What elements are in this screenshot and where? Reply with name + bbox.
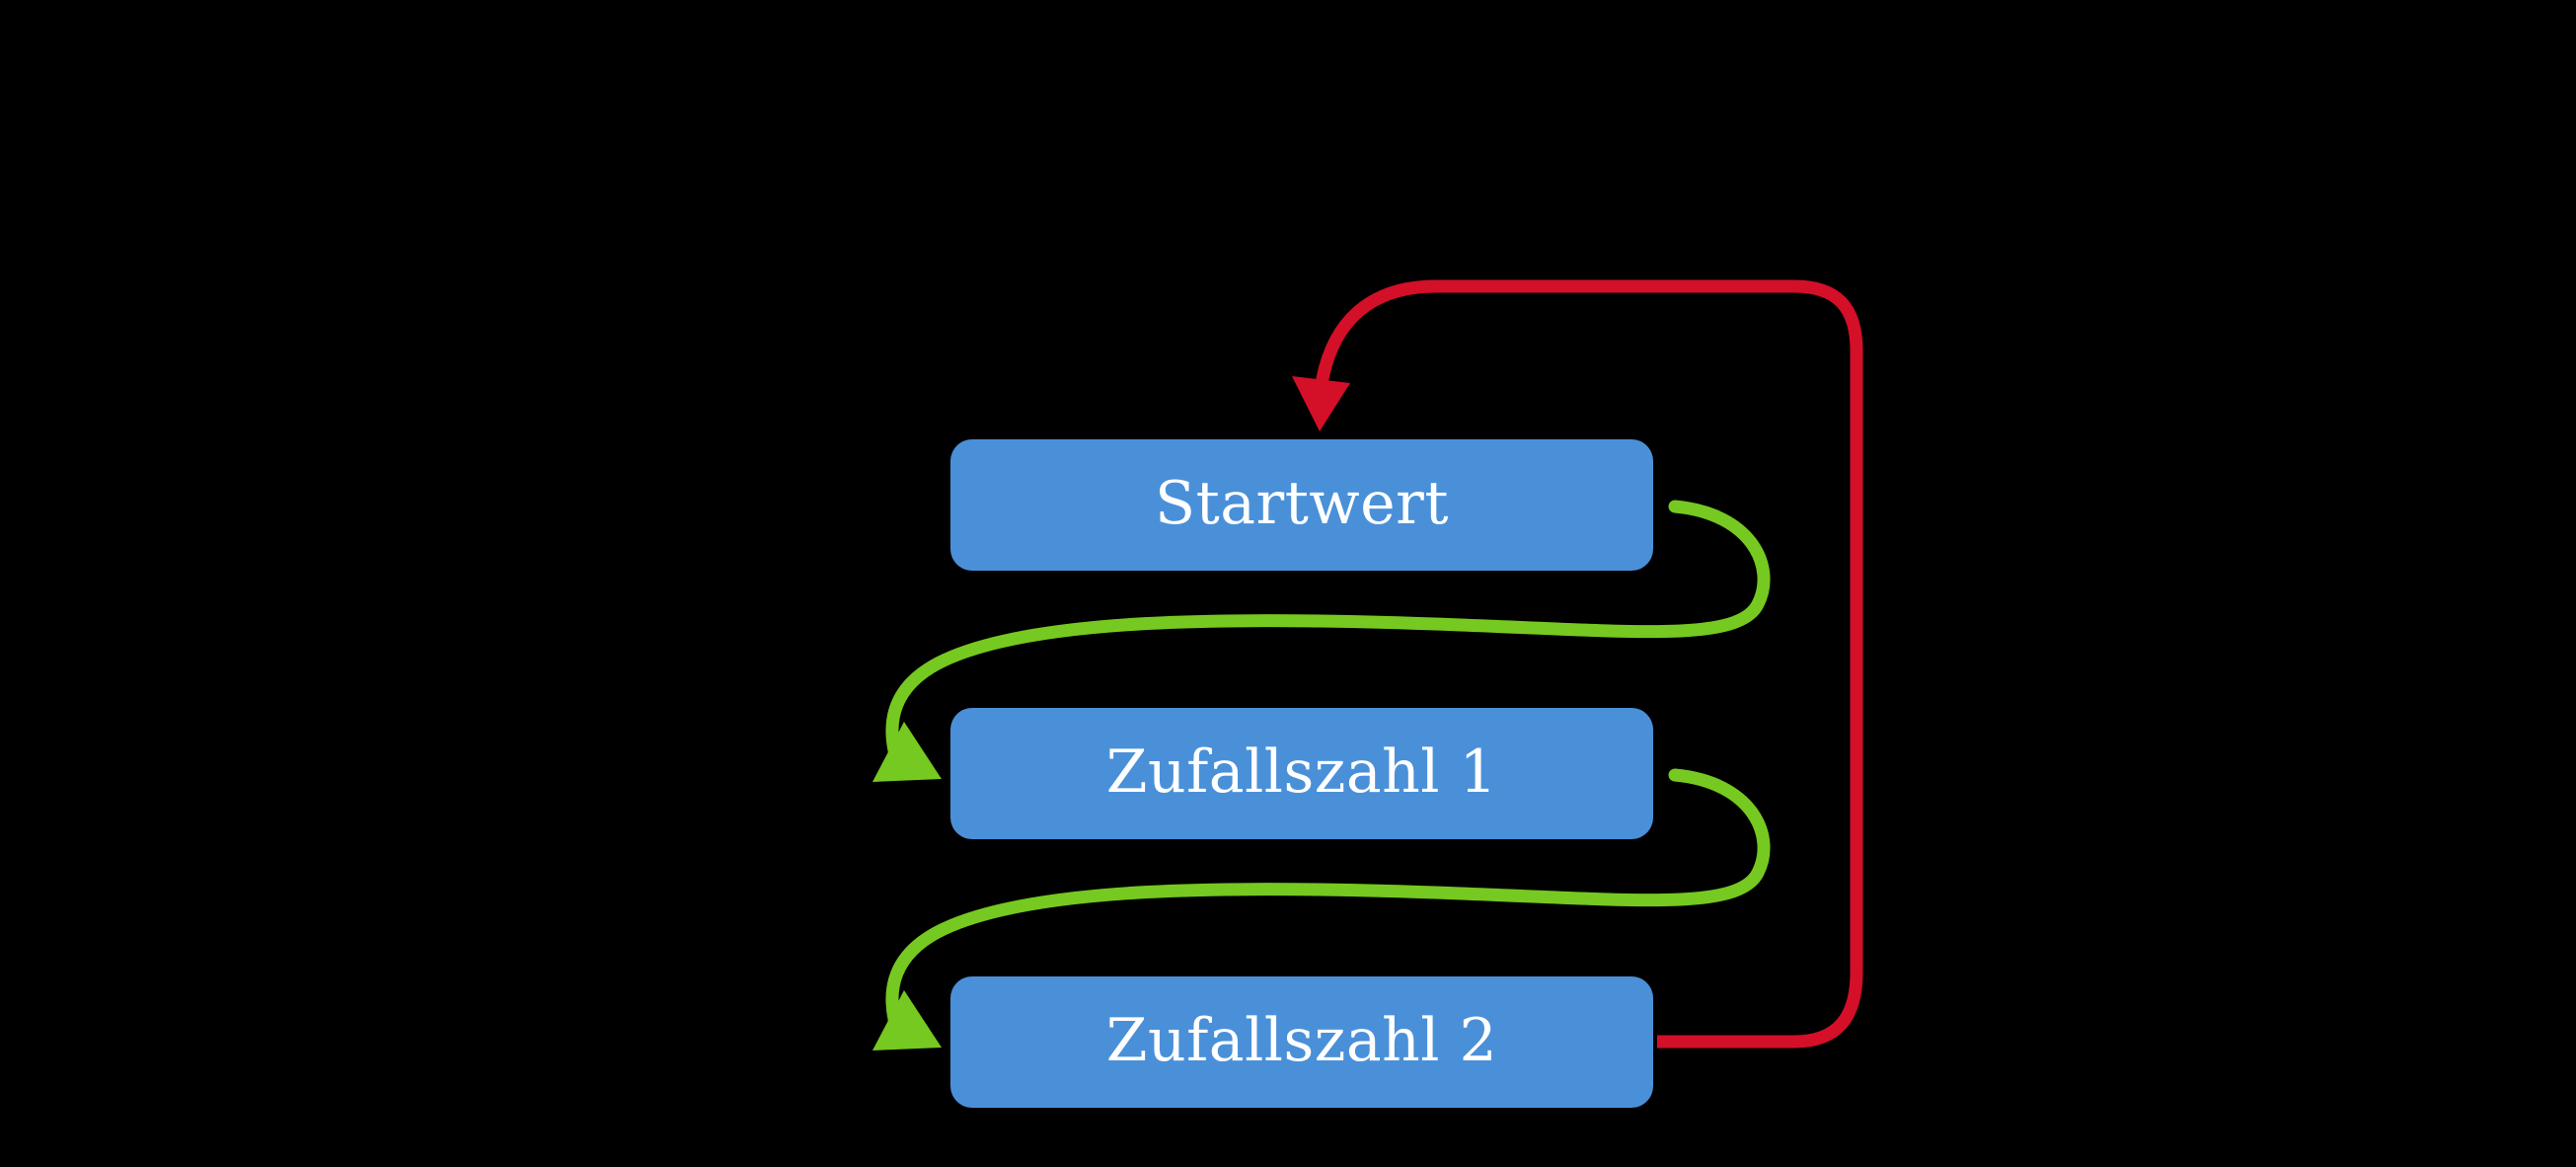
- node-zufallszahl-1[interactable]: Zufallszahl 1: [950, 708, 1653, 839]
- edge-zufallszahl1-to-zufallszahl2-arrowhead-icon: [872, 990, 942, 1050]
- node-zufallszahl-2-label: Zufallszahl 2: [1105, 1006, 1498, 1075]
- edge-zufallszahl2-to-startwert-arrowhead-icon: [1292, 376, 1350, 431]
- node-startwert-label: Startwert: [1155, 469, 1449, 538]
- edge-zufallszahl2-to-startwert-line: [1314, 279, 1863, 1049]
- node-zufallszahl-2[interactable]: Zufallszahl 2: [950, 976, 1653, 1108]
- edge-zufallszahl2-to-startwert: [1292, 279, 1863, 1049]
- node-zufallszahl-1-label: Zufallszahl 1: [1105, 738, 1498, 807]
- node-startwert[interactable]: Startwert: [950, 439, 1653, 571]
- edge-startwert-to-zufallszahl1-arrowhead-icon: [872, 722, 942, 782]
